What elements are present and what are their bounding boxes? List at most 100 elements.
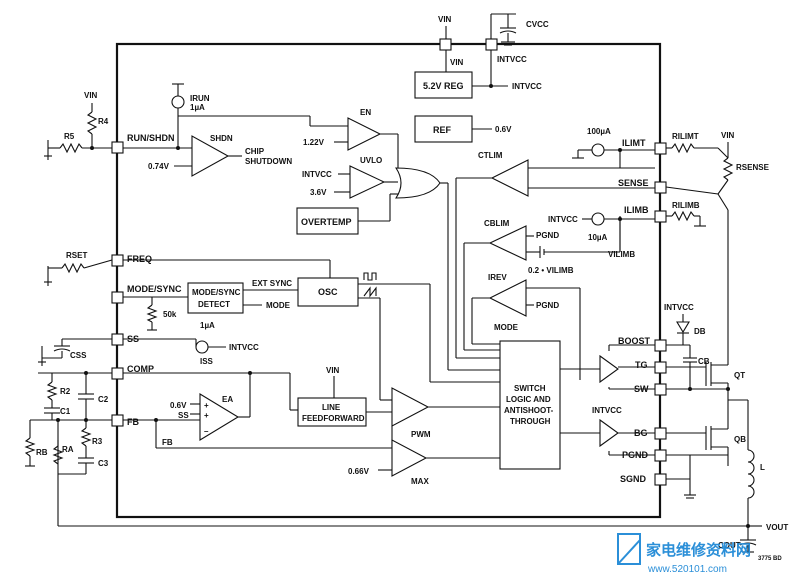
bg-driver bbox=[599, 418, 619, 448]
label-cblim-ref: 0.2 • VILIMB bbox=[528, 266, 574, 275]
label-vin-sense: VIN bbox=[721, 131, 735, 140]
label-chip-shutdown-1: CHIP bbox=[245, 147, 265, 156]
label-ctlim: CTLIM bbox=[478, 151, 503, 160]
label-100ua: 100µA bbox=[587, 127, 611, 136]
switch-logic-block bbox=[499, 340, 561, 470]
label-intvcc-reg: INTVCC bbox=[512, 82, 542, 91]
pin-mode-sync-label: MODE/SYNC bbox=[127, 284, 182, 294]
label-c1: C1 bbox=[60, 407, 71, 416]
label-mode: MODE bbox=[266, 301, 291, 310]
label-066v: 0.66V bbox=[348, 467, 370, 476]
max-comparator bbox=[391, 439, 428, 477]
switch-logic-1: SWITCH bbox=[514, 384, 546, 393]
osc-block bbox=[297, 277, 359, 307]
label-cout: COUT bbox=[718, 541, 741, 550]
label-c3: C3 bbox=[98, 459, 109, 468]
pin-sgnd bbox=[654, 473, 667, 486]
pin-fb bbox=[111, 414, 124, 427]
ctlim-comparator bbox=[490, 159, 529, 197]
pin-pgnd bbox=[654, 449, 667, 462]
label-ss-internal: SS bbox=[178, 411, 189, 420]
svg-text:+: + bbox=[204, 401, 209, 410]
label-intvcc-ilimb: INTVCC bbox=[548, 215, 578, 224]
ea-amplifier bbox=[199, 393, 240, 441]
osc-label: OSC bbox=[318, 287, 338, 297]
label-vin-reg: VIN bbox=[450, 58, 464, 67]
label-pgnd-irev: PGND bbox=[536, 301, 559, 310]
label-fb-internal: FB bbox=[162, 438, 173, 447]
pin-freq bbox=[111, 254, 124, 267]
label-intvcc-top: INTVCC bbox=[497, 55, 527, 64]
label-ra: RA bbox=[62, 445, 74, 454]
pin-run-shdn-label: RUN/SHDN bbox=[127, 133, 175, 143]
pin-sgnd-label: SGND bbox=[620, 474, 647, 484]
switch-logic-2: LOGIC AND bbox=[506, 395, 551, 404]
label-122v: 1.22V bbox=[303, 138, 325, 147]
tg-driver bbox=[599, 354, 619, 384]
label-iss-val: 1µA bbox=[200, 321, 215, 330]
label-pgnd-cblim: PGND bbox=[536, 231, 559, 240]
label-074v: 0.74V bbox=[148, 162, 170, 171]
label-rilimb: RILIMB bbox=[672, 201, 700, 210]
label-vin-ff: VIN bbox=[326, 366, 340, 375]
mode-sync-detect-block bbox=[187, 282, 244, 314]
shdn-comparator bbox=[191, 135, 230, 177]
mode-sync-detect-2: DETECT bbox=[198, 300, 230, 309]
label-qb: QB bbox=[734, 435, 746, 444]
mode-sync-detect-1: MODE/SYNC bbox=[192, 288, 241, 297]
label-irev: IREV bbox=[488, 273, 507, 282]
pin-ilimb bbox=[654, 210, 667, 223]
or-gate bbox=[394, 167, 441, 199]
label-r3: R3 bbox=[92, 437, 103, 446]
pin-intvcc-top bbox=[485, 38, 498, 51]
pin-comp-label: COMP bbox=[127, 364, 154, 374]
overtemp-label: OVERTEMP bbox=[301, 217, 352, 227]
en-comparator bbox=[347, 117, 382, 151]
label-rilimt: RILIMT bbox=[672, 132, 699, 141]
pin-mode-sync bbox=[111, 291, 124, 304]
label-vilimb: VILIMB bbox=[608, 250, 635, 259]
label-vin-run: VIN bbox=[84, 91, 98, 100]
pin-ss bbox=[111, 333, 124, 346]
label-qt: QT bbox=[734, 371, 745, 380]
label-cb: CB bbox=[698, 357, 710, 366]
reg-block bbox=[414, 71, 473, 99]
label-uvlo: UVLO bbox=[360, 156, 382, 165]
pin-tg-label: TG bbox=[635, 360, 648, 370]
pin-freq-label: FREQ bbox=[127, 254, 152, 264]
label-cblim: CBLIM bbox=[484, 219, 510, 228]
label-irev-mode: MODE bbox=[494, 323, 519, 332]
label-intvcc-uvlo: INTVCC bbox=[302, 170, 332, 179]
irev-comparator bbox=[488, 279, 527, 317]
ref-value: 0.6V bbox=[495, 125, 512, 134]
label-50k: 50k bbox=[163, 310, 177, 319]
label-intvcc-db: INTVCC bbox=[664, 303, 694, 312]
pin-boost bbox=[654, 339, 667, 352]
pwm-comparator bbox=[391, 387, 430, 427]
pin-fb-label: FB bbox=[127, 417, 139, 427]
svg-text:+: + bbox=[204, 411, 209, 420]
label-vin-top: VIN bbox=[438, 15, 452, 24]
label-ext-sync: EXT SYNC bbox=[252, 279, 292, 288]
ref-label: REF bbox=[433, 125, 452, 135]
label-ea: EA bbox=[222, 395, 233, 404]
line-ff-2: FEEDFORWARD bbox=[302, 414, 365, 423]
label-rsense: RSENSE bbox=[736, 163, 770, 172]
switch-logic-3: ANTISHOOT- bbox=[504, 406, 554, 415]
label-r5: R5 bbox=[64, 132, 75, 141]
pin-run-shdn bbox=[111, 141, 124, 154]
pin-sense-label: SENSE bbox=[618, 178, 649, 188]
pin-boost-label: BOOST bbox=[618, 336, 651, 346]
cblim-comparator bbox=[488, 225, 527, 261]
label-iss: ISS bbox=[200, 357, 214, 366]
label-vout: VOUT bbox=[766, 523, 788, 532]
label-shdn: SHDN bbox=[210, 134, 233, 143]
label-chip-shutdown-2: SHUTDOWN bbox=[245, 157, 292, 166]
overtemp-block bbox=[296, 207, 359, 235]
pin-vin-top bbox=[439, 38, 452, 51]
switch-logic-4: THROUGH bbox=[510, 417, 551, 426]
label-06v-ea: 0.6V bbox=[170, 401, 187, 410]
reg-label: 5.2V REG bbox=[423, 81, 464, 91]
figure-id: 3775 BD bbox=[758, 556, 782, 562]
